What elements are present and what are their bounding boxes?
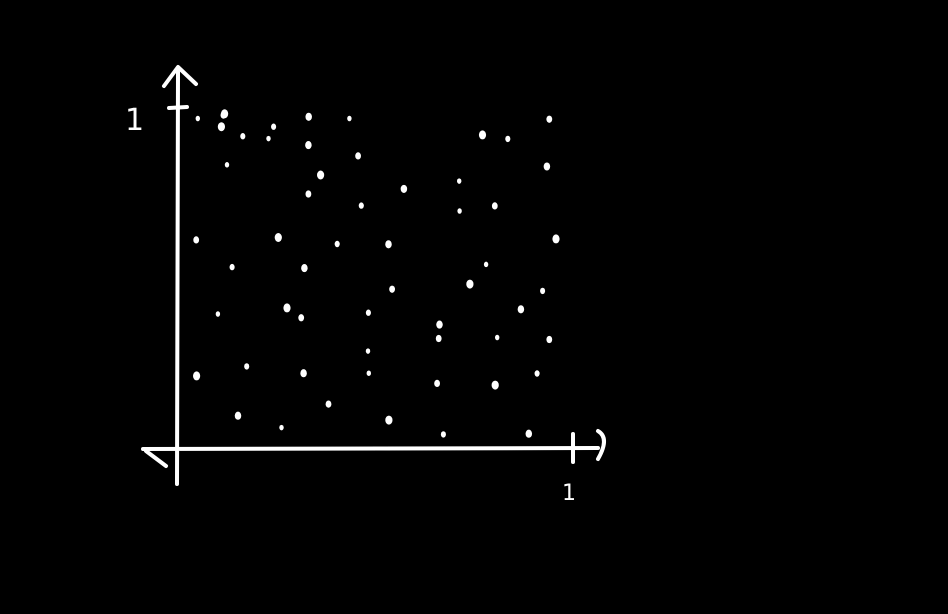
scatter-point bbox=[244, 363, 250, 370]
scatter-point bbox=[229, 263, 235, 271]
scatter-point bbox=[334, 240, 340, 248]
scatter-point bbox=[543, 162, 551, 171]
scatter-point bbox=[435, 334, 442, 343]
scatter-point bbox=[385, 415, 393, 425]
y-axis-line bbox=[175, 70, 180, 486]
scatter-point bbox=[217, 122, 225, 132]
scatter-point bbox=[195, 115, 200, 122]
scatter-point bbox=[525, 429, 533, 438]
x-axis-arrowhead bbox=[596, 429, 606, 461]
scatter-point bbox=[466, 279, 474, 289]
scatter-point bbox=[534, 370, 540, 377]
scatter-point bbox=[279, 424, 284, 431]
scatter-point bbox=[546, 115, 553, 123]
y-axis-arrowhead bbox=[162, 65, 198, 88]
scatter-point bbox=[478, 130, 487, 140]
scatter-point bbox=[300, 369, 307, 378]
scatter-point bbox=[283, 303, 291, 313]
scatter-point bbox=[224, 162, 230, 168]
scatter-point bbox=[540, 287, 546, 295]
scatter-point bbox=[552, 234, 560, 244]
scatter-point bbox=[347, 115, 352, 122]
scatter-point bbox=[358, 202, 364, 209]
scatter-point bbox=[389, 285, 395, 293]
scatter-point bbox=[491, 380, 499, 390]
scatter-point bbox=[305, 112, 312, 121]
scatter-point bbox=[271, 123, 277, 130]
scatter-point bbox=[234, 411, 242, 420]
scatter-point bbox=[266, 135, 271, 142]
scatter-points bbox=[193, 109, 560, 438]
scatter-point bbox=[221, 109, 229, 119]
scatter-point bbox=[483, 261, 489, 268]
scatter-point bbox=[517, 305, 525, 314]
scatter-point bbox=[325, 400, 332, 408]
origin-stroke bbox=[144, 449, 168, 468]
scatter-point bbox=[301, 264, 308, 273]
scatter-point bbox=[274, 233, 282, 242]
x-tick-label-1: 1 bbox=[562, 481, 576, 506]
scatter-point bbox=[440, 431, 446, 438]
scatter-point bbox=[305, 190, 312, 198]
scatter-point bbox=[317, 170, 325, 180]
scatter-point bbox=[193, 236, 200, 244]
scatter-point bbox=[365, 348, 371, 354]
scatter-point bbox=[355, 152, 361, 160]
scatter-point bbox=[193, 371, 201, 381]
scatter-point bbox=[305, 141, 312, 150]
scatter-point bbox=[436, 320, 443, 329]
scatter-point bbox=[491, 202, 498, 210]
scatter-point bbox=[546, 335, 553, 344]
scatter-point bbox=[240, 133, 246, 140]
scatter-point bbox=[434, 379, 440, 388]
scatter-point bbox=[366, 370, 371, 376]
y-tick-1 bbox=[167, 105, 189, 110]
axes bbox=[141, 65, 606, 486]
scatter-point bbox=[495, 334, 500, 341]
scatter-point bbox=[365, 309, 371, 316]
scatter-point bbox=[400, 184, 408, 193]
scatter-point bbox=[457, 208, 462, 214]
y-tick-label-1: 1 bbox=[125, 103, 144, 138]
scatter-point bbox=[505, 135, 511, 143]
scatter-point bbox=[457, 178, 462, 184]
scatter-point bbox=[215, 311, 221, 317]
x-axis-line bbox=[141, 446, 600, 451]
scatter-point bbox=[298, 314, 305, 322]
scatter-point bbox=[385, 240, 392, 249]
